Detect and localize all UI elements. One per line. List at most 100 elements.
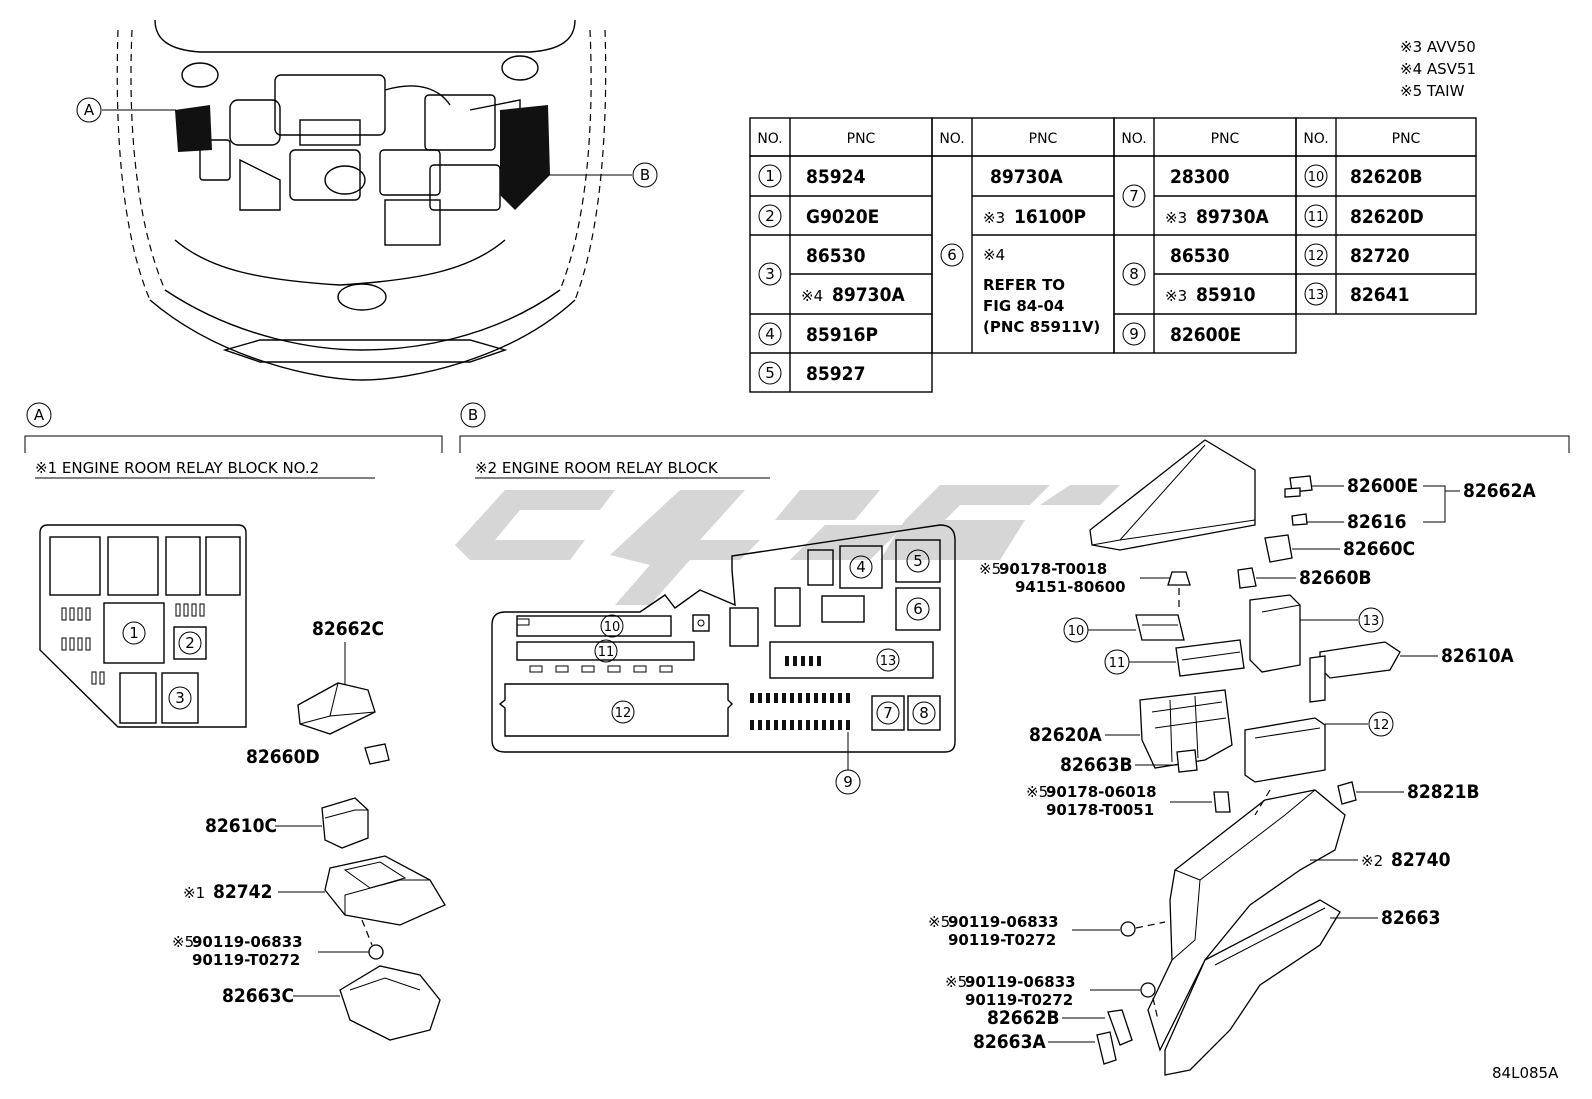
row-num-5: 5 <box>765 364 775 382</box>
pnc-85924: 85924 <box>806 166 866 188</box>
part-82662b: 82662B <box>987 1007 1060 1029</box>
note-5: ※5 TAIW <box>1400 82 1465 100</box>
block-a-num-1: 1 <box>129 624 139 642</box>
hdr-pnc-1: PNC <box>847 131 876 147</box>
pnc-16100p: 16100P <box>1014 206 1086 228</box>
block-b-num-4: 4 <box>856 558 866 576</box>
note-mark: ※3 <box>1165 209 1187 227</box>
part-90119-t0272-a: 90119-T0272 <box>192 951 300 969</box>
block-b-num-13: 13 <box>880 654 897 669</box>
row-num-8: 8 <box>1129 265 1139 283</box>
pnc-82600e: 82600E <box>1170 324 1241 346</box>
hdr-no-3: NO. <box>1121 131 1146 147</box>
pnc-85916p: 85916P <box>806 324 878 346</box>
exploded-num-11: 11 <box>1109 656 1126 671</box>
note-mark: ※3 <box>1165 287 1187 305</box>
part-82660c: 82660C <box>1343 538 1415 560</box>
part-94151-80600: 94151-80600 <box>1015 578 1126 596</box>
block-b-num-5: 5 <box>913 552 923 570</box>
block-b-num-6: 6 <box>913 600 923 618</box>
hdr-no-1: NO. <box>757 131 782 147</box>
pnc-82620b: 82620B <box>1350 166 1423 188</box>
section-b-title: ※2 ENGINE ROOM RELAY BLOCK <box>475 459 719 477</box>
note-mark: ※4 <box>983 246 1005 264</box>
part-82620a: 82620A <box>1029 724 1102 746</box>
exploded-num-12: 12 <box>1373 718 1390 733</box>
pnc-28300: 28300 <box>1170 166 1230 188</box>
part-90178-t0051: 90178-T0051 <box>1046 801 1154 819</box>
row-num-9: 9 <box>1129 325 1139 343</box>
pnc-82641: 82641 <box>1350 284 1409 306</box>
part-82600e: 82600E <box>1347 475 1418 497</box>
note-mark: ※3 <box>983 209 1005 227</box>
row-num-4: 4 <box>765 325 775 343</box>
part-90119-06833-a: 90119-06833 <box>192 933 303 951</box>
row-num-12: 12 <box>1308 249 1325 264</box>
note-4: ※4 ASV51 <box>1400 60 1476 78</box>
hdr-no-2: NO. <box>939 131 964 147</box>
part-82610c: 82610C <box>205 815 277 837</box>
row-num-13: 13 <box>1308 288 1325 303</box>
watermark-logo <box>455 485 1120 605</box>
pnc-86530: 86530 <box>806 245 866 267</box>
row-num-11: 11 <box>1308 210 1325 225</box>
pnc-89730a: 89730A <box>832 284 905 306</box>
block-b-num-9: 9 <box>843 773 853 791</box>
car-engine-bay-overview: A B <box>76 19 658 381</box>
block-b-num-7: 7 <box>883 704 893 722</box>
block-a-num-2: 2 <box>185 634 195 652</box>
part-82742: 82742 <box>213 881 272 903</box>
pnc-85910: 85910 <box>1196 284 1256 306</box>
model-notes: ※3 AVV50 ※4 ASV51 ※5 TAIW <box>1400 38 1476 100</box>
row-num-3: 3 <box>765 265 775 283</box>
row-num-1: 1 <box>765 167 775 185</box>
note-mark: ※5 <box>979 560 1001 578</box>
part-82660d: 82660D <box>246 746 320 768</box>
refer-line-3: (PNC 85911V) <box>983 318 1100 336</box>
pnc-89730a-b: 89730A <box>990 166 1063 188</box>
part-82662c: 82662C <box>312 618 384 640</box>
part-82740: 82740 <box>1391 849 1451 871</box>
block-b-num-10: 10 <box>604 620 621 635</box>
part-90178-06018: 90178-06018 <box>1046 783 1157 801</box>
part-90178-t0018: 90178-T0018 <box>999 560 1107 578</box>
pnc-table: NO. PNC NO. PNC NO. PNC NO. PNC 1 85924 … <box>749 117 1477 393</box>
pnc-86530-b: 86530 <box>1170 245 1230 267</box>
part-82660b: 82660B <box>1299 567 1372 589</box>
car-label-a: A <box>84 101 95 119</box>
note-mark: ※1 <box>183 884 205 902</box>
note-mark: ※5 <box>1026 783 1048 801</box>
hdr-no-4: NO. <box>1303 131 1328 147</box>
part-90119-06833-c: 90119-06833 <box>965 973 1076 991</box>
hdr-pnc-4: PNC <box>1392 131 1421 147</box>
section-a: A ※1 ENGINE ROOM RELAY BLOCK NO.2 1 2 3 … <box>24 402 446 1041</box>
exploded-num-10: 10 <box>1068 624 1085 639</box>
part-90119-06833-b: 90119-06833 <box>948 913 1059 931</box>
block-b-num-12: 12 <box>615 706 632 721</box>
refer-line-1: REFER TO <box>983 276 1065 294</box>
pnc-g9020e: G9020E <box>806 206 879 228</box>
row-num-2: 2 <box>765 207 775 225</box>
section-a-marker: A <box>34 406 45 424</box>
figure-id: 84L085A <box>1492 1064 1559 1082</box>
part-82610a: 82610A <box>1441 645 1514 667</box>
pnc-89730a-c: 89730A <box>1196 206 1269 228</box>
note-mark: ※2 <box>1361 852 1383 870</box>
pnc-82720: 82720 <box>1350 245 1410 267</box>
part-82821b: 82821B <box>1407 781 1480 803</box>
row-num-7: 7 <box>1129 187 1139 205</box>
section-b-marker: B <box>468 406 478 424</box>
note-mark: ※5 <box>172 933 194 951</box>
part-82663b: 82663B <box>1060 754 1133 776</box>
part-82662a: 82662A <box>1463 480 1536 502</box>
row-num-10: 10 <box>1308 170 1325 185</box>
refer-line-2: FIG 84-04 <box>983 297 1064 315</box>
part-82663c: 82663C <box>222 985 294 1007</box>
block-b-num-8: 8 <box>919 704 929 722</box>
car-label-b: B <box>640 166 650 184</box>
hdr-pnc-3: PNC <box>1211 131 1240 147</box>
pnc-85927: 85927 <box>806 363 865 385</box>
block-b-num-11: 11 <box>598 645 615 660</box>
section-b: B ※2 ENGINE ROOM RELAY BLOCK 4 5 6 10 11… <box>459 402 1570 1076</box>
